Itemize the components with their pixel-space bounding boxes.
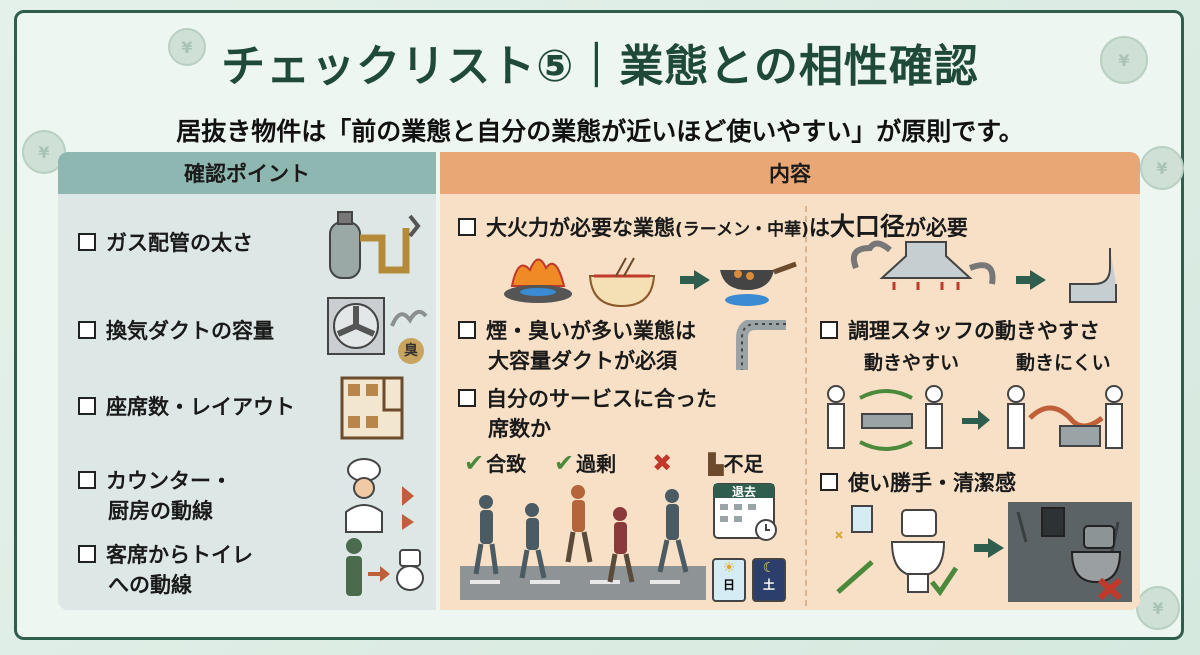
- column-header-content: 内容: [440, 152, 1140, 194]
- checkbox-icon: [820, 473, 838, 491]
- sun-icon: ☀: [722, 560, 736, 576]
- fire-paren: (ラーメン・中華): [675, 220, 809, 240]
- checkbox-icon: [78, 471, 96, 489]
- check-item-label: 座席数・レイアウト: [106, 395, 295, 419]
- checkbox-icon: [78, 397, 96, 415]
- smoke-line2: 大容量ダクトが必須: [488, 349, 677, 373]
- sat-label: 土: [762, 578, 775, 592]
- check-item-label-2: への動線: [108, 573, 192, 597]
- seats-line2: 席数か: [488, 417, 551, 441]
- column-header-points: 確認ポイント: [58, 152, 436, 194]
- check-item-label: 客席からトイレ: [106, 543, 253, 567]
- seats-line1: 自分のサービスに合った: [486, 387, 717, 411]
- arrow-icon: [1016, 270, 1046, 290]
- content-seats[interactable]: 自分のサービスに合った 席数か: [458, 384, 717, 444]
- checkbox-icon: [458, 321, 476, 339]
- yen-coin-icon: ¥: [1100, 36, 1148, 84]
- range-hood-icon: [850, 240, 996, 290]
- check-item-gas[interactable]: ガス配管の太さ: [78, 228, 253, 258]
- content-staff[interactable]: 調理スタッフの動きやすさ: [820, 316, 1100, 346]
- staff-hard-label: 動きにくい: [1016, 352, 1111, 374]
- calendar-header: 退去: [731, 485, 756, 499]
- duct-icon: [1069, 248, 1117, 303]
- sun-label: 日: [722, 578, 735, 592]
- cross-icon: ✖: [652, 449, 673, 477]
- check-item-label: ガス配管の太さ: [106, 231, 253, 255]
- smoke-line1: 煙・臭いが多い業態は: [486, 319, 696, 343]
- checkbox-icon: [458, 218, 476, 236]
- arrow-icon: [680, 270, 710, 290]
- checkbox-icon: [78, 545, 96, 563]
- legend-over: 過剰: [576, 452, 617, 476]
- checkbox-icon: [820, 321, 838, 339]
- toilet-title: 使い勝手・清潔感: [848, 471, 1016, 495]
- check-points-panel: 確認ポイント ガス配管の太さ 換気ダクトの容量 臭 座席数・レイアウト カウンタ…: [58, 152, 436, 610]
- ramen-bowl-icon: [588, 257, 656, 308]
- yen-coin-icon: ¥: [168, 28, 206, 66]
- seat-legend: ✔合致 ✔過剰 ✖ ▙不足: [464, 448, 764, 477]
- content-toilet[interactable]: 使い勝手・清潔感: [820, 468, 1016, 498]
- sat-day-badge: ☾ 土: [752, 558, 786, 602]
- calendar-icon: [713, 483, 777, 541]
- toilet-clean-icon: [835, 505, 959, 597]
- moon-icon: ☾: [762, 560, 776, 576]
- legend-ok: 合致: [486, 452, 527, 476]
- check-item-seats[interactable]: 座席数・レイアウト: [78, 392, 295, 422]
- fire-post: が必要: [904, 216, 968, 240]
- arrow-icon: [974, 538, 1004, 558]
- fire-strong: 大口径: [829, 212, 905, 241]
- checkbox-icon: [78, 233, 96, 251]
- content-smoke[interactable]: 煙・臭いが多い業態は 大容量ダクトが必須: [458, 316, 696, 376]
- yen-coin-icon: ¥: [1140, 146, 1184, 190]
- checkbox-icon: [78, 321, 96, 339]
- toilet-dirty-icon: [1008, 502, 1132, 602]
- sofa-icon: ▙: [708, 452, 724, 476]
- floor-plan-icon: [340, 376, 404, 440]
- page-subtitle: 居抜き物件は「前の業態と自分の業態が近いほど使いやすい」が原則です。: [176, 117, 1024, 146]
- wok-icon: [720, 261, 797, 306]
- legend-short: 不足: [723, 452, 764, 476]
- check-item-counter[interactable]: カウンター・ 厨房の動線: [78, 466, 232, 526]
- chef-icon: [345, 458, 414, 533]
- check-item-toilet[interactable]: 客席からトイレ への動線: [78, 540, 253, 600]
- gas-cylinder-icon: [329, 211, 421, 279]
- check-icon: ✔: [464, 449, 485, 477]
- page-title: チェックリスト⑤｜業態との相性確認: [221, 41, 979, 92]
- fire-text: 大火力が必要な業態: [486, 216, 675, 240]
- check-item-label: カウンター・: [106, 469, 232, 493]
- fire-mid: は: [808, 216, 830, 240]
- people-walking-icon: [460, 485, 706, 600]
- content-fire[interactable]: 大火力が必要な業態(ラーメン・中華)は大口径が必要: [458, 212, 968, 245]
- check-item-duct[interactable]: 換気ダクトの容量: [78, 316, 274, 346]
- ventilation-fan-icon: [327, 297, 385, 355]
- check-icon: ✔: [554, 449, 575, 477]
- person-to-toilet-icon: [346, 538, 424, 596]
- kitchen-staff-icon: [827, 385, 1123, 451]
- checkbox-icon: [458, 389, 476, 407]
- smoke-icon: [390, 309, 428, 327]
- check-item-label-2: 厨房の動線: [108, 499, 213, 523]
- yen-coin-icon: ¥: [1136, 586, 1180, 630]
- staff-easy-label: 動きやすい: [864, 352, 960, 374]
- content-panel: 内容 大火力が必要な業態(ラーメン・中華)は大口径が必要 煙・臭いが多い業態は …: [440, 152, 1140, 610]
- duct-icon: [736, 320, 786, 370]
- burner-flame-icon: [504, 258, 572, 303]
- sun-day-badge: ☀ 日: [712, 558, 746, 602]
- content-divider: [805, 206, 807, 606]
- odor-badge: 臭: [398, 338, 424, 364]
- staff-title: 調理スタッフの動きやすさ: [848, 319, 1100, 343]
- check-item-label: 換気ダクトの容量: [106, 319, 274, 343]
